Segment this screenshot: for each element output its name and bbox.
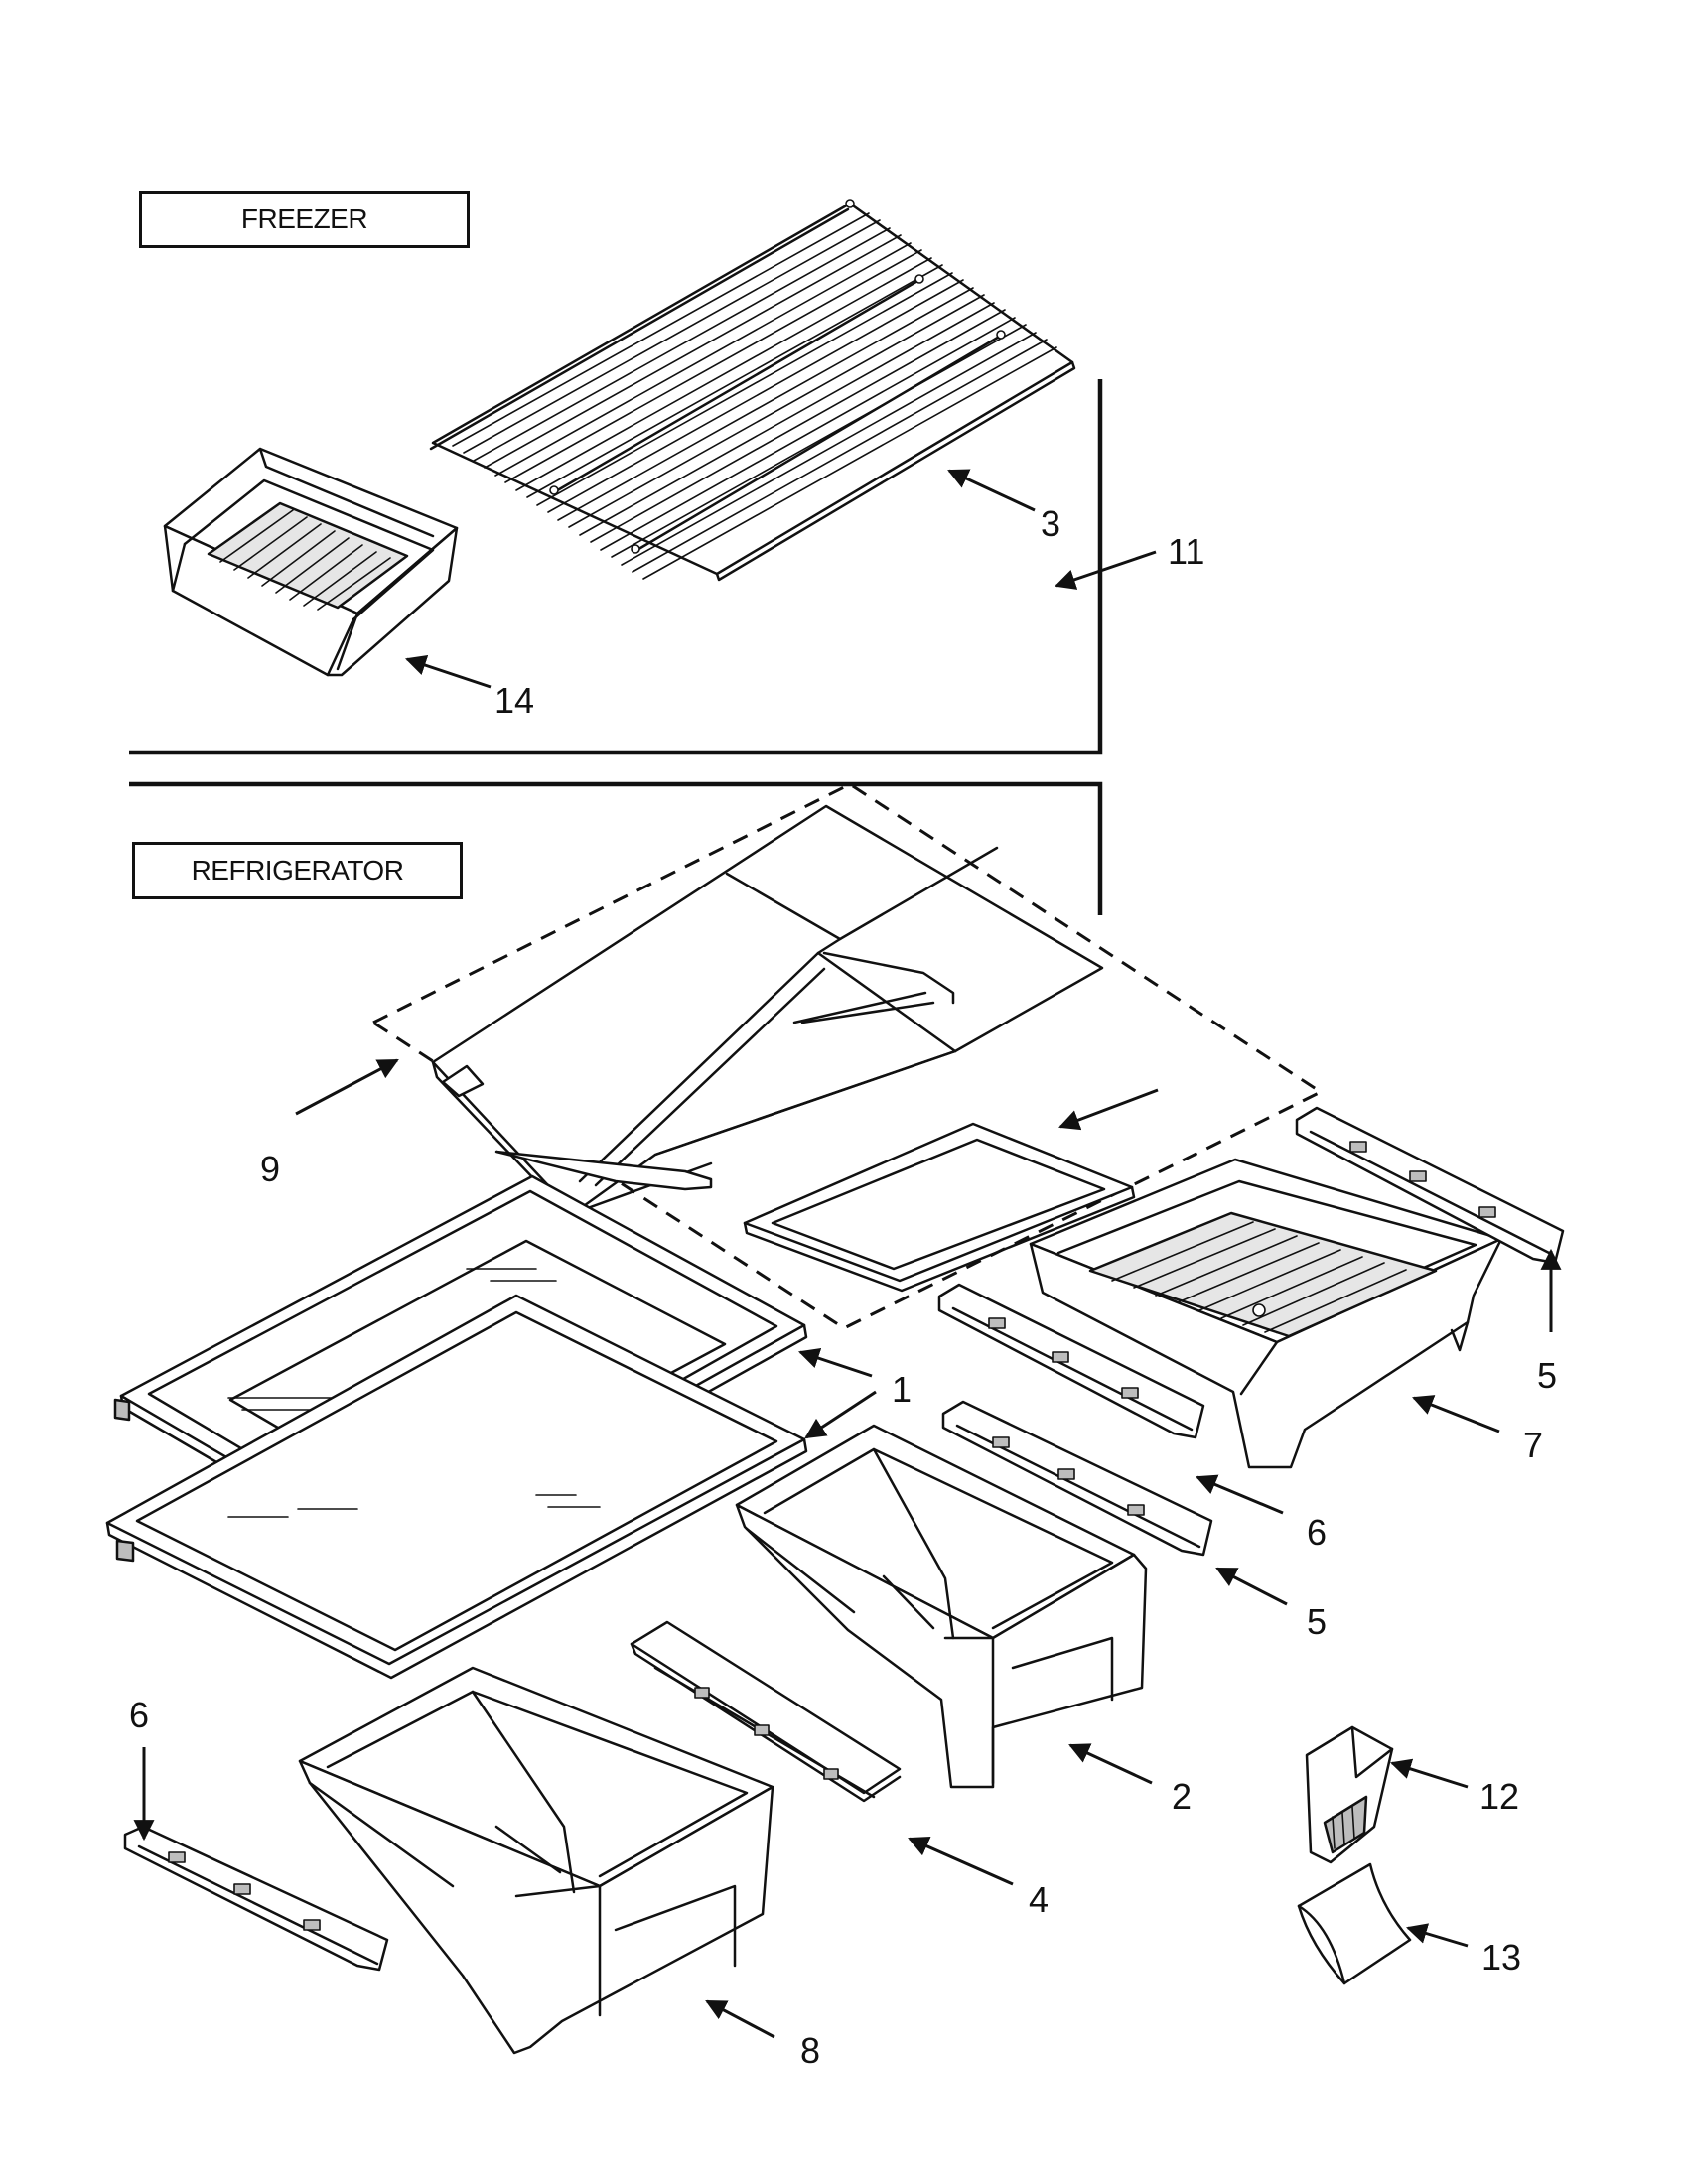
callout-11: 11 xyxy=(1168,531,1204,572)
refrigerator-section-label: REFRIGERATOR xyxy=(132,842,463,899)
callout-7: 7 xyxy=(1523,1425,1543,1465)
callout-6-left: 6 xyxy=(129,1695,149,1735)
drawer-slide-rail-upper-right xyxy=(1295,1106,1565,1265)
drawer-slide-rail-lower-left xyxy=(123,1825,389,1972)
callout-12: 14 xyxy=(494,680,534,721)
callout-9: 9 xyxy=(260,1149,280,1189)
callout-13: 12 xyxy=(1479,1776,1519,1817)
callout-6-middle: 6 xyxy=(1307,1512,1327,1553)
crisper-cover-panel xyxy=(743,1122,1136,1293)
drawer-slide-rail-lower xyxy=(941,1400,1213,1557)
callout-14: 13 xyxy=(1481,1937,1521,1978)
callout-2: 2 xyxy=(1172,1776,1192,1817)
freezer-section-label: FREEZER xyxy=(139,191,470,248)
refrigerator-label-text: REFRIGERATOR xyxy=(191,855,404,886)
freezer-basket xyxy=(163,447,459,677)
crisper-cover-frame xyxy=(431,804,1104,1225)
glass-shelf-lower xyxy=(105,1294,808,1680)
callout-5-upper: 5 xyxy=(1537,1355,1557,1396)
meat-pan-tray xyxy=(1029,1158,1503,1469)
ice-scoop-chute xyxy=(1297,1862,1412,1985)
callout-labels: 3 14 11 9 1 5 7 6 5 6 2 12 4 8 13 xyxy=(129,503,1557,2071)
callout-3: 4 xyxy=(1029,1879,1049,1920)
callout-1: 1 xyxy=(892,1369,912,1410)
shelf-assembly-boundary xyxy=(369,782,1325,1330)
crisper-drawer-left xyxy=(298,1666,774,2055)
leader-arrows xyxy=(133,469,1562,2039)
drawer-slide-rail-middle xyxy=(937,1283,1205,1439)
freezer-wire-shelf xyxy=(429,199,1076,582)
freezer-label-text: FREEZER xyxy=(240,204,368,234)
callout-5-lower: 5 xyxy=(1307,1601,1327,1642)
refrigerator-divider xyxy=(129,781,1103,915)
crisper-drawer-right xyxy=(735,1424,1148,1789)
callout-8: 8 xyxy=(800,2030,820,2071)
freezer-divider xyxy=(129,379,1103,755)
callout-4: 3 xyxy=(1041,503,1060,544)
crisper-divider-rail xyxy=(630,1620,902,1803)
humidity-control xyxy=(1305,1725,1394,1864)
